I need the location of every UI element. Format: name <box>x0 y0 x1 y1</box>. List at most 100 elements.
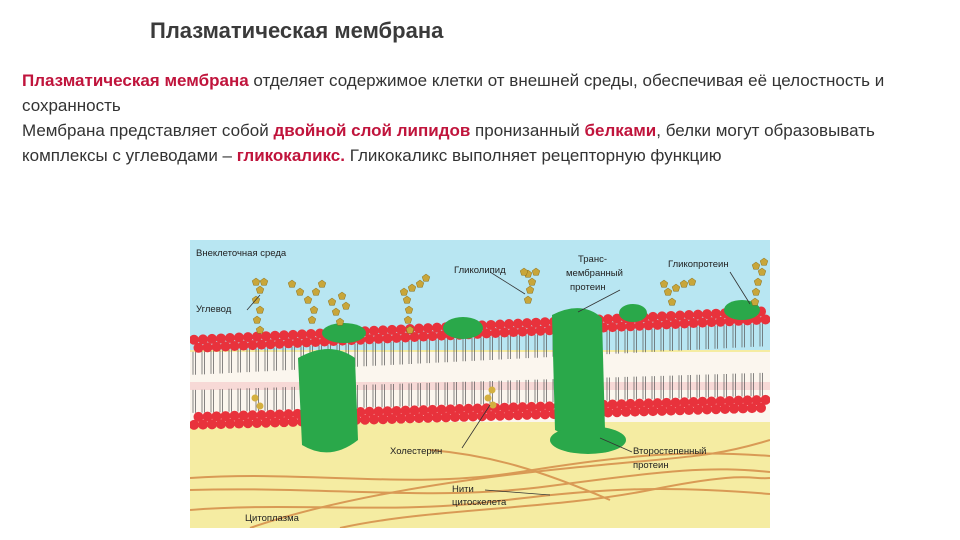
lipid-head <box>427 404 438 415</box>
lipid-head <box>387 324 397 335</box>
sugar-unit <box>759 257 769 266</box>
lipid-head <box>382 333 393 344</box>
lipid-head <box>472 403 483 414</box>
lipid-head <box>724 316 735 327</box>
label-glycolipid: Гликолипид <box>454 265 506 276</box>
sugar-unit <box>403 315 413 324</box>
lipid-head <box>364 406 375 417</box>
lipid-head <box>468 411 478 422</box>
sugar-unit <box>402 295 412 304</box>
lipid-head <box>193 411 204 422</box>
lipid-head <box>229 341 240 351</box>
paragraph-2-text-b: пронизанный <box>470 121 585 140</box>
leader-lines <box>246 271 751 496</box>
lipid-head <box>234 332 244 343</box>
lipid-head <box>310 336 321 347</box>
term-lipid-bilayer: двойной слой липидов <box>273 121 471 140</box>
label-transmembrane-2: мембранный <box>566 268 623 279</box>
sugar-unit <box>519 267 529 276</box>
lipid-head <box>261 417 271 428</box>
lipid-head <box>396 413 406 424</box>
lipid-head <box>733 395 744 406</box>
lipid-head <box>216 419 226 430</box>
surface-protein-4 <box>724 300 760 320</box>
bilayer-midline <box>190 382 770 390</box>
sugar-unit <box>255 305 265 314</box>
lipid-head <box>423 323 433 334</box>
lipid-head <box>675 310 685 321</box>
lipid-head <box>220 341 231 352</box>
lipid-head <box>616 321 627 332</box>
cholesterol-molecule <box>251 386 497 410</box>
lipid-head <box>751 395 762 406</box>
lipid-head <box>292 408 303 419</box>
lipid-head <box>706 396 717 407</box>
lipid-head <box>355 407 366 418</box>
lipid-head <box>301 337 312 348</box>
lipid-head <box>742 395 753 406</box>
lipid-head <box>715 316 726 327</box>
lipid-head <box>747 403 757 414</box>
term-plasma-membrane: Плазматическая мембрана <box>22 71 249 90</box>
lipid-head <box>256 409 267 420</box>
lipid-head <box>756 402 766 413</box>
sugar-unit <box>663 287 673 296</box>
lipid-head <box>360 414 370 425</box>
lipid-head <box>211 411 222 422</box>
lipid-head <box>207 333 217 344</box>
lipid-head <box>504 410 514 421</box>
paragraph-1: Плазматическая мембрана отделяет содержи… <box>22 68 952 118</box>
lipid-head <box>540 317 550 328</box>
sugar-unit <box>399 287 409 296</box>
lipid-head <box>274 338 285 349</box>
lipid-head <box>198 334 208 345</box>
lipid-head <box>414 413 424 424</box>
lipid-head <box>499 402 510 413</box>
lipid-head <box>369 414 379 425</box>
lipid-head <box>405 413 415 424</box>
lipid-head <box>274 409 285 420</box>
lipid-head <box>504 319 514 330</box>
lipid-head <box>652 319 663 330</box>
paragraph-1-text: отделяет содержимое клетки от внешней ср… <box>22 71 885 115</box>
lipid-head <box>544 401 555 412</box>
lipid-head <box>684 310 694 321</box>
lipid-head <box>261 331 271 342</box>
sugar-unit <box>255 325 265 334</box>
lipid-head <box>490 327 501 338</box>
lipid-head <box>621 406 631 417</box>
peripheral-protein <box>550 426 626 454</box>
lipid-head <box>270 330 280 341</box>
lipid-head <box>702 309 712 320</box>
sugar-unit <box>421 273 431 282</box>
lipid-head <box>243 418 253 429</box>
lipid-head <box>373 406 384 417</box>
sugar-unit <box>404 305 414 314</box>
lipid-head <box>693 404 703 415</box>
sugar-unit <box>307 315 317 324</box>
lipid-head <box>396 324 406 335</box>
lipid-head <box>432 322 442 333</box>
lipid-head <box>643 398 654 409</box>
lipid-head <box>373 333 384 344</box>
lipid-head <box>369 325 379 336</box>
lipid-head <box>198 419 208 430</box>
lipid-head <box>720 403 730 414</box>
lipid-head <box>652 398 663 409</box>
lipid-head <box>661 319 672 330</box>
sugar-unit <box>525 285 535 294</box>
lipid-head <box>306 328 316 339</box>
lipid-head <box>535 401 546 412</box>
sugar-unit <box>331 307 341 316</box>
sugar-unit <box>287 279 297 288</box>
lipid-head <box>270 417 280 428</box>
label-cholesterol: Холестерин <box>390 446 442 457</box>
lipid-head <box>297 329 307 340</box>
sugar-unit <box>255 285 265 294</box>
lipid-head <box>616 399 627 410</box>
sugar-unit <box>671 283 681 292</box>
lipid-head <box>292 337 303 348</box>
lipid-head <box>657 405 667 416</box>
lipid-head <box>666 310 676 321</box>
lipid-head <box>229 410 240 421</box>
